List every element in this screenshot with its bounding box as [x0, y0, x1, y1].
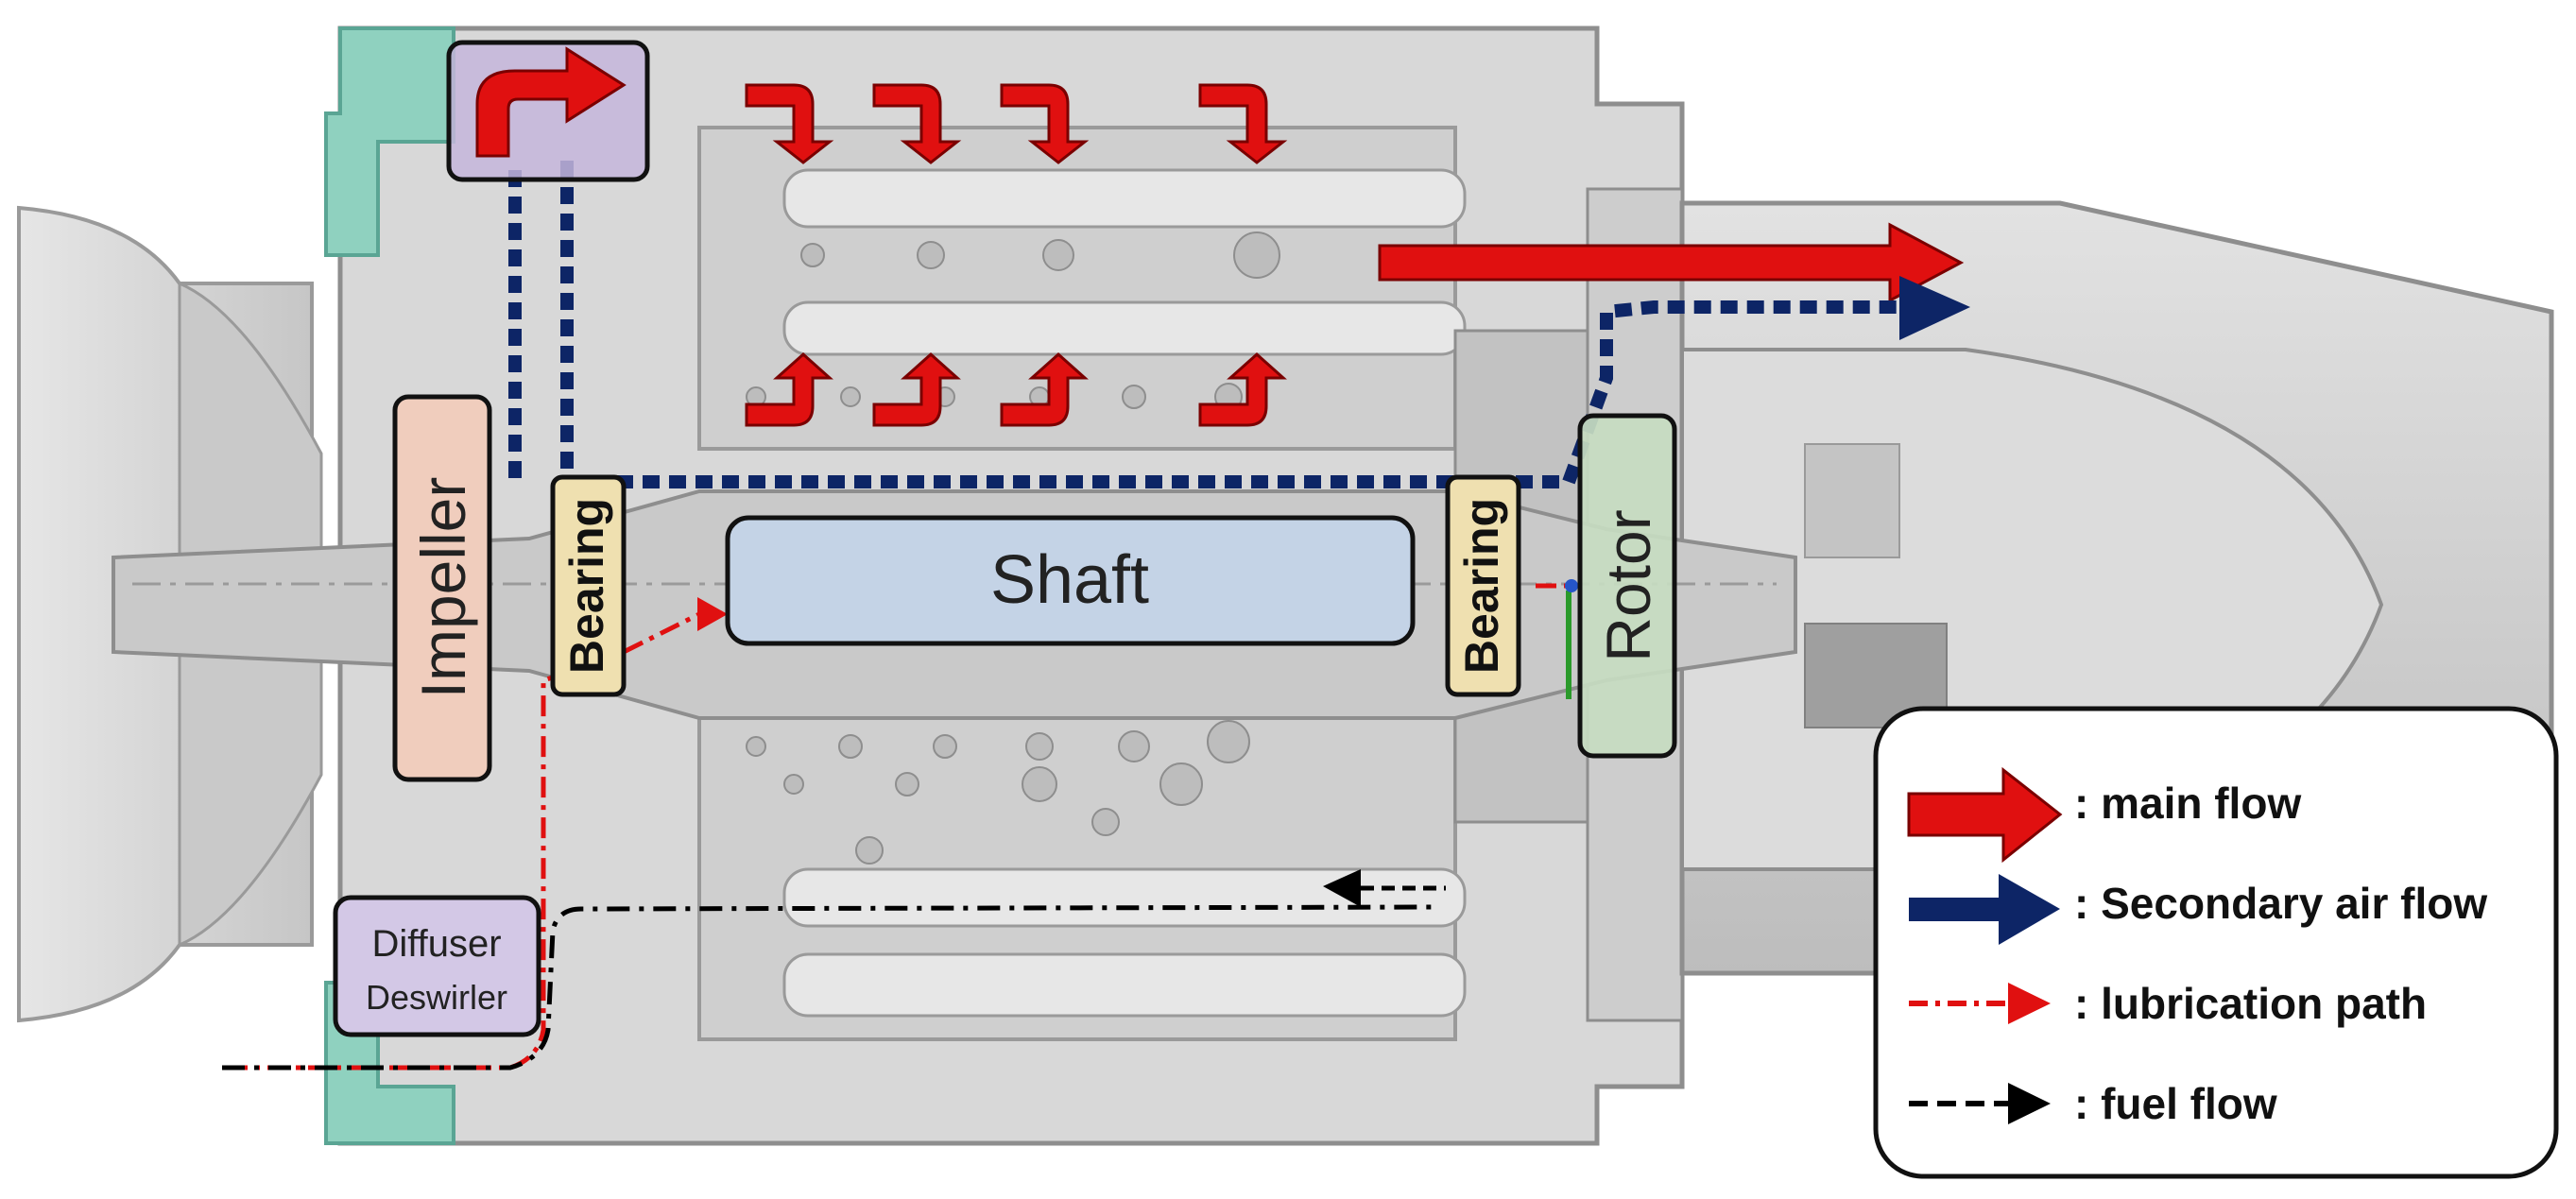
main-flow-up-arrow-2	[872, 351, 961, 427]
fuel-arrowhead	[1323, 869, 1361, 907]
main-flow-arrows	[475, 46, 1965, 427]
main-flow-down-arrow-4	[1198, 83, 1288, 164]
shaft-box	[725, 515, 1416, 646]
legend-fuel-arrowhead	[2008, 1083, 2051, 1124]
legend-main-flow-icon	[1907, 766, 2063, 864]
lubrication-arrowhead	[697, 597, 728, 631]
diffuser-box	[333, 895, 541, 1037]
rotor-group: Rotor	[1577, 413, 1677, 759]
legend-secondary-air-label: : Secondary air flow	[2074, 879, 2487, 928]
legend-secondary-air-icon	[1909, 874, 2060, 945]
main-flow-up-arrow-1	[745, 351, 833, 427]
secondary-air-arrowhead	[1899, 276, 1970, 340]
fuel-flow	[222, 904, 1437, 1071]
bearing-rear-box	[1445, 474, 1521, 697]
main-flow-down-arrow-3	[1000, 83, 1090, 164]
main-flow-up-arrow-3	[1000, 351, 1089, 427]
compressor-exit-arrow	[475, 46, 627, 158]
fuel-line	[222, 904, 1437, 1071]
main-flow-exhaust-arrow	[1378, 222, 1965, 303]
diffuser-label: Diffuser	[371, 923, 501, 965]
diffuser-group: Diffuser Deswirler	[333, 895, 541, 1037]
rotor-marker-dot	[1565, 579, 1578, 592]
main-flow-down-arrow-1	[745, 83, 834, 164]
legend-main-flow-label: : main flow	[2074, 779, 2301, 828]
shaft-group: Shaft	[725, 515, 1416, 646]
lower-tube-1	[782, 867, 1467, 928]
deswirler-label: Deswirler	[366, 978, 507, 1017]
legend-fuel-label: : fuel flow	[2074, 1079, 2277, 1128]
main-flow-up-arrow-4	[1198, 351, 1287, 427]
bearing-rear-label: Bearing	[1455, 498, 1508, 674]
legend-lubrication-arrowhead	[2008, 983, 2051, 1024]
impeller-label-group: Impeller	[392, 394, 492, 782]
impeller-box	[392, 394, 492, 782]
legend: : main flow : Secondary air flow : lubri…	[1873, 706, 2559, 1179]
impeller-label: Impeller	[408, 477, 478, 699]
bearing-front-label: Bearing	[560, 498, 613, 674]
upper-tube-1	[782, 168, 1467, 229]
bearing-front-group: Bearing	[550, 474, 627, 697]
legend-lubrication-label: : lubrication path	[2074, 979, 2427, 1028]
liner-holes	[746, 231, 1280, 865]
rotor-label: Rotor	[1593, 509, 1663, 661]
bearing-front-box	[550, 474, 627, 697]
lower-tube-2	[782, 952, 1467, 1018]
bearing-rear-group: Bearing	[1445, 474, 1521, 697]
shaft-label: Shaft	[990, 542, 1149, 618]
tail-cone-detail-1	[1804, 443, 1900, 558]
main-flow-down-arrow-2	[872, 83, 962, 164]
rotor-box	[1577, 413, 1677, 759]
upper-tube-2	[782, 300, 1467, 356]
